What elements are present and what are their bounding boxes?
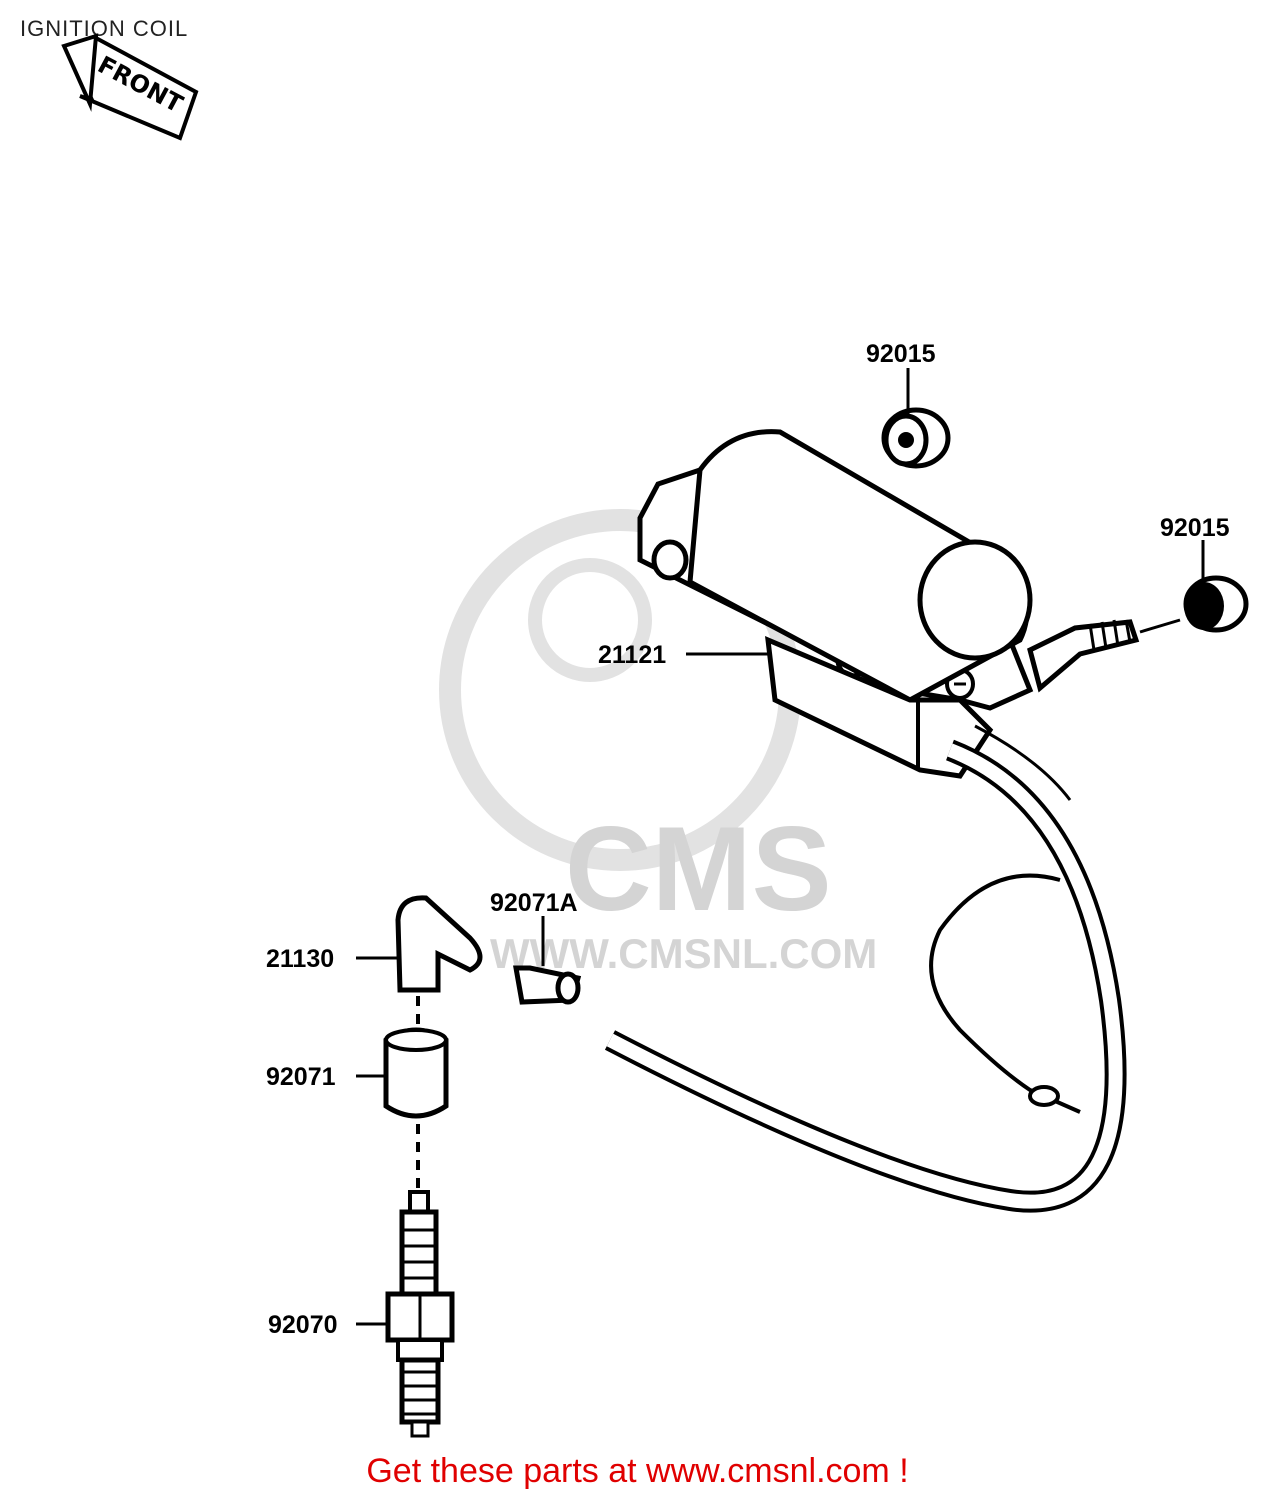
part-label-plug-boot: 92071 [266, 1063, 336, 1091]
part-label-cap-seal: 92071A [490, 889, 578, 917]
watermark-face-icon [528, 558, 652, 682]
spark-plug-icon [385, 1190, 455, 1438]
watermark-brand: CMS [565, 802, 832, 936]
grommet-right-icon [1183, 575, 1249, 633]
grommet-top-icon [881, 407, 951, 469]
watermark: CMS WWW.CMSNL.COM [439, 509, 877, 977]
plug-cap-icon [395, 895, 483, 993]
plug-boot-icon [383, 1027, 449, 1119]
leader-lines [356, 368, 1205, 1326]
part-label-plug-cap: 21130 [266, 945, 334, 973]
ignition-coil-icon [637, 429, 1181, 779]
part-label-grommet-right: 92015 [1160, 514, 1230, 542]
part-label-spark-plug: 92070 [268, 1311, 338, 1339]
cap-seal-icon [513, 965, 582, 1005]
watermark-url: WWW.CMSNL.COM [490, 930, 877, 977]
page-title: IGNITION COIL [20, 16, 189, 41]
front-arrow-icon: FRONT [61, 33, 199, 141]
part-label-grommet-top: 92015 [866, 340, 936, 368]
part-label-ignition-coil: 21121 [598, 641, 666, 669]
coil-wires-icon [604, 724, 1127, 1213]
footer-shop-link[interactable]: Get these parts at www.cmsnl.com ! [366, 1452, 909, 1490]
